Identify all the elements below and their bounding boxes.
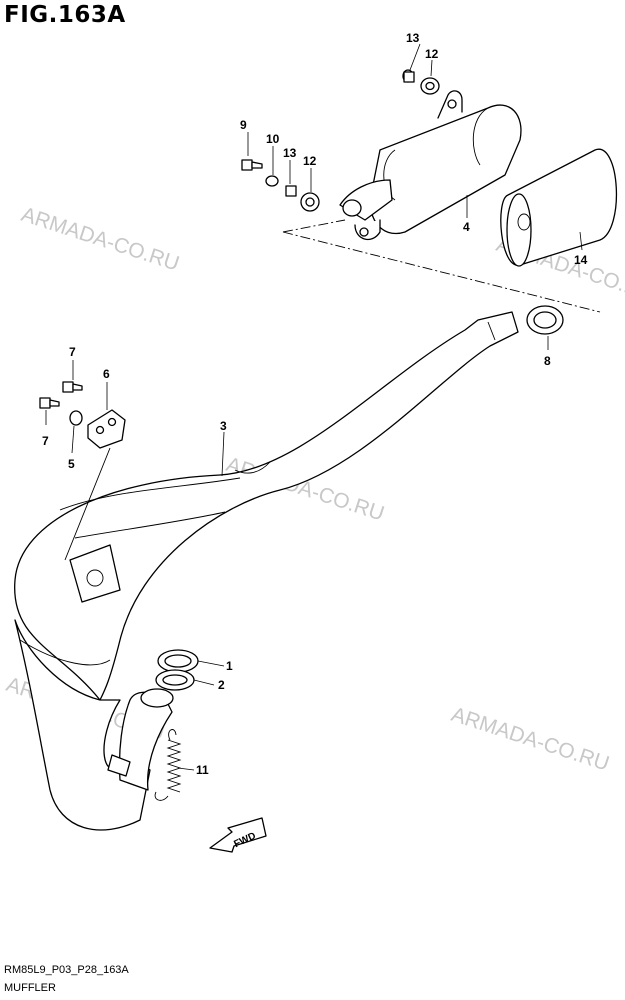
callout-2: 2 [218, 678, 225, 692]
callout-10: 9 [240, 118, 247, 132]
assembly-line [282, 219, 601, 313]
muffler-part-4 [339, 90, 522, 241]
watermark: ARMADA-CO.RU [448, 703, 612, 776]
callout-12: 12 [303, 154, 317, 168]
watermark: ARMADA-CO.RU [18, 203, 182, 276]
callout-7-lower: 7 [42, 434, 49, 448]
exhaust-pipe-part-3 [14, 311, 519, 831]
diagram-code: RM85L9_P03_P28_163A [4, 964, 129, 976]
callout-7-upper: 7 [69, 345, 76, 359]
seal-part-9 [526, 305, 564, 335]
figure-title: FIG.163A [4, 2, 126, 28]
muffler-packing-part-14 [500, 148, 617, 267]
bolt-part-10 [241, 159, 263, 171]
callout-14: 14 [574, 253, 588, 267]
leader-lines [45, 43, 583, 771]
forward-arrow-icon: FWD [209, 817, 267, 853]
callout-13: 13 [283, 146, 297, 160]
gasket-part-1 [157, 649, 199, 673]
callout-5: 11 [196, 763, 209, 777]
grommet-part-12-top [420, 77, 440, 95]
callout-9: 8 [544, 354, 551, 368]
callout-11: 10 [266, 132, 280, 146]
callout-6: 6 [103, 367, 110, 381]
gasket-part-2 [155, 669, 195, 691]
bracket-part-6 [64, 409, 126, 561]
callout-12-top: 12 [425, 47, 439, 61]
callout-1: 1 [226, 659, 233, 673]
washer-part-8 [69, 410, 83, 426]
bolt-part-7-lower [39, 397, 60, 409]
collar-part-13 [285, 185, 297, 197]
spring-part-5 [154, 729, 182, 801]
collar-part-13-top [402, 69, 415, 83]
washer-part-11 [265, 175, 279, 187]
diagram-caption: MUFFLER [4, 982, 56, 994]
callout-3: 3 [220, 419, 227, 433]
callout-8: 5 [68, 457, 75, 471]
grommet-part-12 [300, 192, 320, 212]
callout-13-top: 13 [406, 31, 420, 45]
bolt-part-7-upper [62, 381, 83, 393]
callout-4: 4 [463, 220, 470, 234]
